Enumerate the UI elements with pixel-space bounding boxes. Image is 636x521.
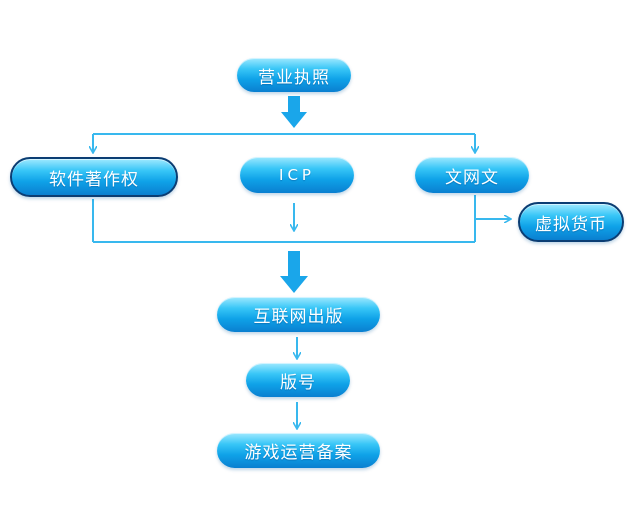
node-software-copyright-label: 软件著作权 xyxy=(49,169,139,190)
node-virtual-currency-label: 虚拟货币 xyxy=(535,214,607,235)
node-business-license-label: 营业执照 xyxy=(258,67,330,88)
thick-arrow-merge-to-publish xyxy=(280,251,308,293)
node-game-operation-filing: 游戏运营备案 xyxy=(217,433,380,468)
node-game-license-number: 版号 xyxy=(246,363,350,397)
node-game-license-number-label: 版号 xyxy=(280,372,316,393)
node-icp: ICP xyxy=(240,157,354,193)
node-internet-publishing-label: 互联网出版 xyxy=(253,307,344,327)
node-culture-license-label: 文网文 xyxy=(445,167,499,188)
node-software-copyright: 软件著作权 xyxy=(10,157,178,197)
node-game-operation-filing-label: 游戏运营备案 xyxy=(244,443,353,463)
node-icp-label: ICP xyxy=(279,166,315,184)
thick-arrow-license-to-branch xyxy=(281,96,307,128)
node-business-license: 营业执照 xyxy=(237,58,351,92)
node-virtual-currency: 虚拟货币 xyxy=(518,202,624,242)
node-culture-license: 文网文 xyxy=(415,157,529,193)
node-internet-publishing: 互联网出版 xyxy=(217,297,380,332)
